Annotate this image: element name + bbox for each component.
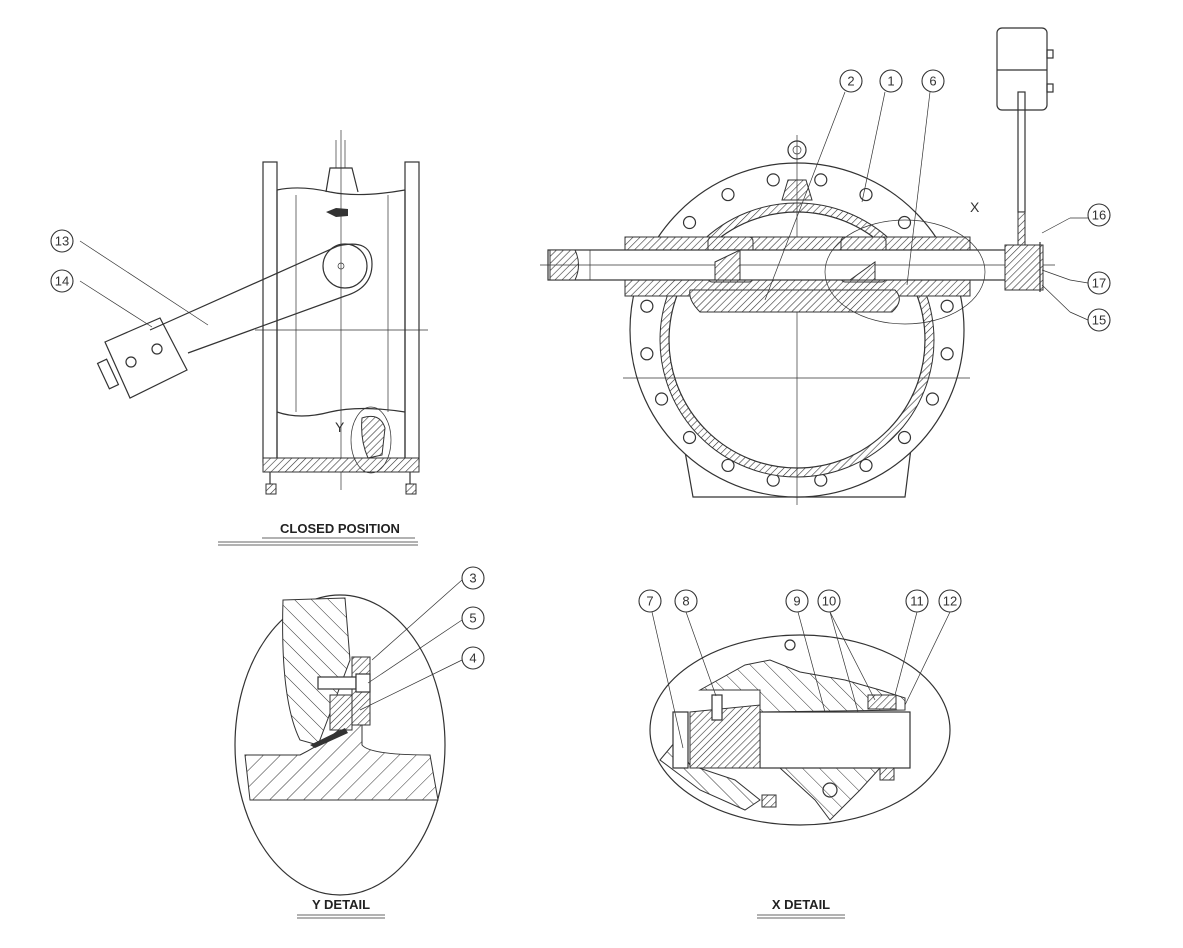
- front-section-view: X: [540, 27, 1071, 505]
- part-bubble-1: 1: [879, 69, 903, 93]
- detail-marker-y: Y: [335, 419, 345, 435]
- bolt-hole: [859, 187, 873, 202]
- part-bubble-2: 2: [839, 69, 863, 93]
- part-bubble-12: 12: [938, 589, 962, 613]
- bolt-hole: [654, 392, 669, 406]
- bolt-hole: [766, 173, 780, 187]
- svg-text:16: 16: [1092, 208, 1106, 223]
- bolt-hole: [640, 347, 654, 361]
- svg-text:12: 12: [943, 594, 957, 609]
- part-bubble-10: 10: [817, 589, 841, 613]
- bolt-hole: [682, 215, 697, 230]
- part-bubble-13: 13: [50, 229, 74, 253]
- part-bubble-14: 14: [50, 269, 74, 293]
- svg-text:4: 4: [469, 651, 476, 666]
- flange-bolt-holes: [640, 173, 954, 487]
- svg-text:11: 11: [910, 594, 924, 609]
- part-bubble-3: 3: [461, 566, 485, 590]
- part-bubble-7: 7: [638, 589, 662, 613]
- part-bubble-16: 16: [1087, 203, 1111, 227]
- bolt-hole: [640, 299, 654, 313]
- part-bubble-6: 6: [921, 69, 945, 93]
- svg-text:2: 2: [847, 74, 854, 89]
- svg-text:10: 10: [822, 594, 836, 609]
- svg-text:13: 13: [55, 234, 69, 249]
- bolt-hole: [897, 215, 912, 230]
- svg-text:6: 6: [929, 74, 936, 89]
- bolt-hole: [940, 299, 954, 313]
- svg-text:17: 17: [1092, 276, 1106, 291]
- part-bubble-4: 4: [461, 646, 485, 670]
- y-detail-view: [234, 579, 463, 919]
- x-detail-view: [649, 611, 951, 919]
- bolt-hole: [721, 187, 735, 202]
- bolt-hole: [814, 173, 828, 187]
- svg-text:8: 8: [682, 594, 689, 609]
- bolt-hole: [721, 458, 735, 473]
- svg-text:15: 15: [1092, 313, 1106, 328]
- x-detail-title: X DETAIL: [772, 897, 830, 912]
- bolt-hole: [940, 347, 954, 361]
- svg-text:14: 14: [55, 274, 69, 289]
- part-bubble-15: 15: [1087, 308, 1111, 332]
- svg-text:1: 1: [887, 74, 894, 89]
- part-bubble-9: 9: [785, 589, 809, 613]
- detail-marker-x: X: [970, 199, 980, 215]
- closed-position-title: CLOSED POSITION: [280, 521, 400, 536]
- svg-text:3: 3: [469, 571, 476, 586]
- y-detail-title: Y DETAIL: [312, 897, 370, 912]
- part-bubble-17: 17: [1087, 271, 1111, 295]
- part-bubble-8: 8: [674, 589, 698, 613]
- part-bubble-11: 11: [905, 589, 929, 613]
- part-bubble-5: 5: [461, 606, 485, 630]
- svg-text:9: 9: [793, 594, 800, 609]
- closed-position-view: Y: [79, 130, 428, 546]
- svg-text:5: 5: [469, 611, 476, 626]
- bolt-hole: [859, 458, 873, 473]
- bolt-hole: [897, 430, 912, 445]
- bolt-hole: [925, 392, 940, 406]
- bolt-hole: [682, 430, 697, 445]
- svg-text:7: 7: [646, 594, 653, 609]
